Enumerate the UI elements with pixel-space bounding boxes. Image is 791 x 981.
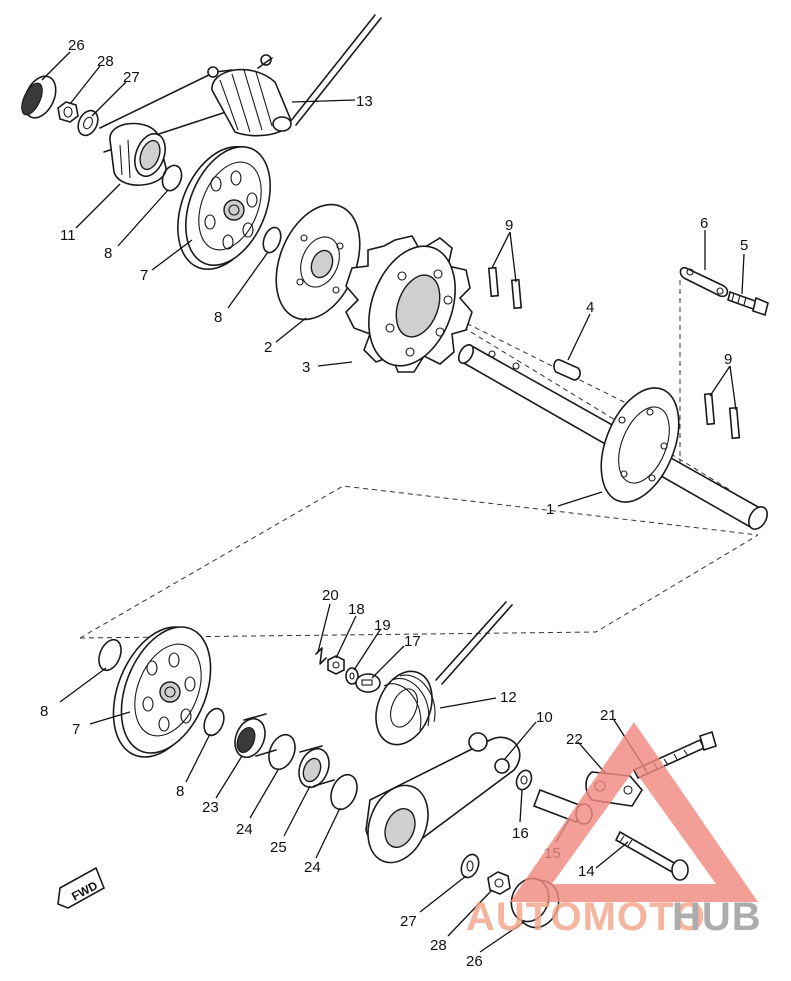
callout-7-bottom: 7 [72, 721, 80, 738]
callout-10: 10 [536, 709, 553, 726]
callout-27-bottom: 27 [400, 913, 417, 930]
nut-28-top [57, 101, 79, 123]
fwd-arrow: FWD [57, 866, 106, 909]
pins-9-a [487, 266, 523, 310]
clip-20 [315, 647, 327, 665]
callout-3: 3 [302, 359, 310, 376]
washer-27-top [77, 109, 99, 137]
washer-27-bottom [460, 853, 480, 879]
callout-14: 14 [578, 863, 595, 880]
bearing-23 [234, 713, 277, 759]
watermark-triangle-icon [510, 722, 758, 902]
callout-26-bottom: 26 [466, 953, 483, 970]
circlip-24-a [268, 733, 296, 771]
callout-9-b: 9 [724, 351, 732, 368]
assembly-boundary-lines [79, 254, 759, 639]
pulley-7-bottom [112, 626, 212, 758]
callout-22: 22 [566, 731, 583, 748]
circlip-8-d [203, 707, 225, 737]
plate-17 [355, 673, 381, 693]
callout-20: 20 [322, 587, 339, 604]
callout-13: 13 [356, 93, 373, 110]
callout-23: 23 [202, 799, 219, 816]
callout-25: 25 [270, 839, 287, 856]
callout-8-b: 8 [214, 309, 222, 326]
callout-labels: 26 28 27 13 11 8 7 8 2 3 9 6 5 4 9 1 20 … [40, 37, 748, 970]
callout-18: 18 [348, 601, 365, 618]
callout-2: 2 [264, 339, 272, 356]
washer-19 [345, 667, 359, 685]
nut-18 [327, 655, 345, 675]
callout-4: 4 [586, 299, 594, 316]
watermark-logo: AUTOMOTO HUB [466, 722, 762, 939]
callout-28-top: 28 [97, 53, 114, 70]
washer-16 [515, 769, 533, 791]
callout-12: 12 [500, 689, 517, 706]
callout-24-a: 24 [236, 821, 253, 838]
callout-8-d: 8 [176, 783, 184, 800]
leader-lines [41, 51, 745, 953]
callout-19: 19 [374, 617, 391, 634]
nut-28-bottom [487, 871, 511, 895]
callout-8-c: 8 [40, 703, 48, 720]
bracket-6 [679, 266, 729, 298]
cap-26-top [21, 75, 57, 119]
watermark-text-b: HUB [672, 895, 762, 939]
callout-5: 5 [740, 237, 748, 254]
circlip-8-c [98, 638, 122, 672]
bolt-14 [614, 830, 689, 881]
circlip-24-b [330, 773, 358, 811]
callout-11: 11 [60, 227, 76, 244]
callout-9-a: 9 [505, 217, 513, 234]
sprocket-3 [345, 235, 473, 373]
callout-27-top: 27 [123, 69, 140, 86]
shaft-1 [457, 343, 768, 530]
watermark-text-a: AUTOMOTO [466, 895, 706, 939]
pulley-7-top [177, 145, 271, 271]
callout-17: 17 [404, 633, 421, 650]
callout-21: 21 [600, 707, 617, 724]
callout-7-top: 7 [140, 267, 148, 284]
pins-9-b [703, 392, 741, 440]
callout-6: 6 [700, 215, 708, 232]
callout-1: 1 [546, 501, 554, 518]
circlip-8-b [262, 226, 282, 254]
callout-8-a: 8 [104, 245, 112, 262]
tension-arm-10 [365, 732, 521, 864]
callout-16: 16 [512, 825, 529, 842]
bolt-5 [727, 290, 769, 317]
callout-24-b: 24 [304, 859, 321, 876]
key-4 [553, 358, 581, 381]
callout-26-top: 26 [68, 37, 85, 54]
callout-28-bottom: 28 [430, 937, 447, 954]
spring-12 [375, 601, 513, 746]
cable-boot-13 [207, 14, 382, 137]
bearing-25 [298, 745, 335, 789]
